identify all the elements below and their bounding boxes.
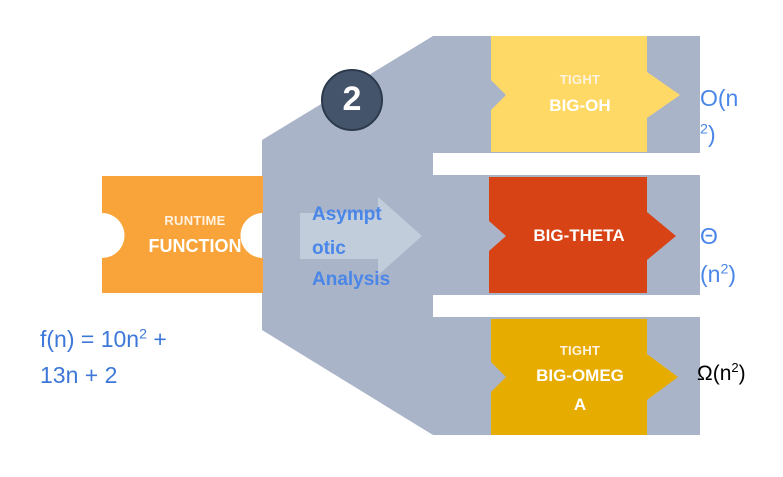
tight-big-oh-line2: BIG-OH xyxy=(549,96,611,115)
tight-big-omega-line3: A xyxy=(573,395,587,414)
tight-big-oh-box xyxy=(491,36,680,152)
formula-line2: 13n + 2 xyxy=(40,362,118,388)
big-theta-result-close: ) xyxy=(728,261,737,287)
big-theta-result-line2: (n2) xyxy=(700,258,736,290)
analysis-label-line2: otic xyxy=(312,238,346,259)
tight-big-oh-line1: TIGHT xyxy=(559,72,601,87)
big-omega-result: Ω(n2) xyxy=(697,360,746,386)
step-number-badge xyxy=(321,69,383,131)
separator-bottom xyxy=(433,295,723,317)
big-omega-result-sup: 2 xyxy=(731,360,739,375)
separator-top xyxy=(433,153,723,175)
analysis-label-line3: Analysis xyxy=(312,269,391,290)
runtime-function-box xyxy=(102,176,263,293)
formula-line1: f(n) = 10n2 + xyxy=(40,322,167,356)
big-theta-result-sup: 2 xyxy=(720,261,729,278)
big-oh-result-sup: 2 xyxy=(700,121,708,138)
step-number-text: 2 xyxy=(342,80,362,118)
big-oh-result-line2: 2) xyxy=(700,118,716,150)
formula-part1: f(n) = 10n xyxy=(40,326,140,352)
big-theta-result-open: (n xyxy=(700,261,721,287)
big-omega-result-main: Ω(n xyxy=(697,362,732,385)
big-theta-result-line1: Θ xyxy=(700,223,718,249)
big-oh-result-line1: O(n xyxy=(700,85,739,111)
tight-big-omega-box xyxy=(491,319,678,435)
formula-sup1: 2 xyxy=(139,326,148,343)
tight-big-omega-line1: TIGHT xyxy=(559,343,601,358)
analysis-arrow-icon xyxy=(300,197,422,275)
formula-part2: + xyxy=(147,326,167,352)
big-oh-result-close: ) xyxy=(707,121,716,147)
big-theta-label: BIG-THETA xyxy=(533,226,625,245)
runtime-label-line1: RUNTIME xyxy=(164,213,226,228)
analysis-label-line1: Asympt xyxy=(312,204,382,225)
big-omega-result-close: ) xyxy=(738,362,746,385)
runtime-label-line2: FUNCTION xyxy=(148,236,242,256)
tight-big-omega-line2: BIG-OMEG xyxy=(536,366,624,385)
big-theta-box xyxy=(489,177,676,293)
